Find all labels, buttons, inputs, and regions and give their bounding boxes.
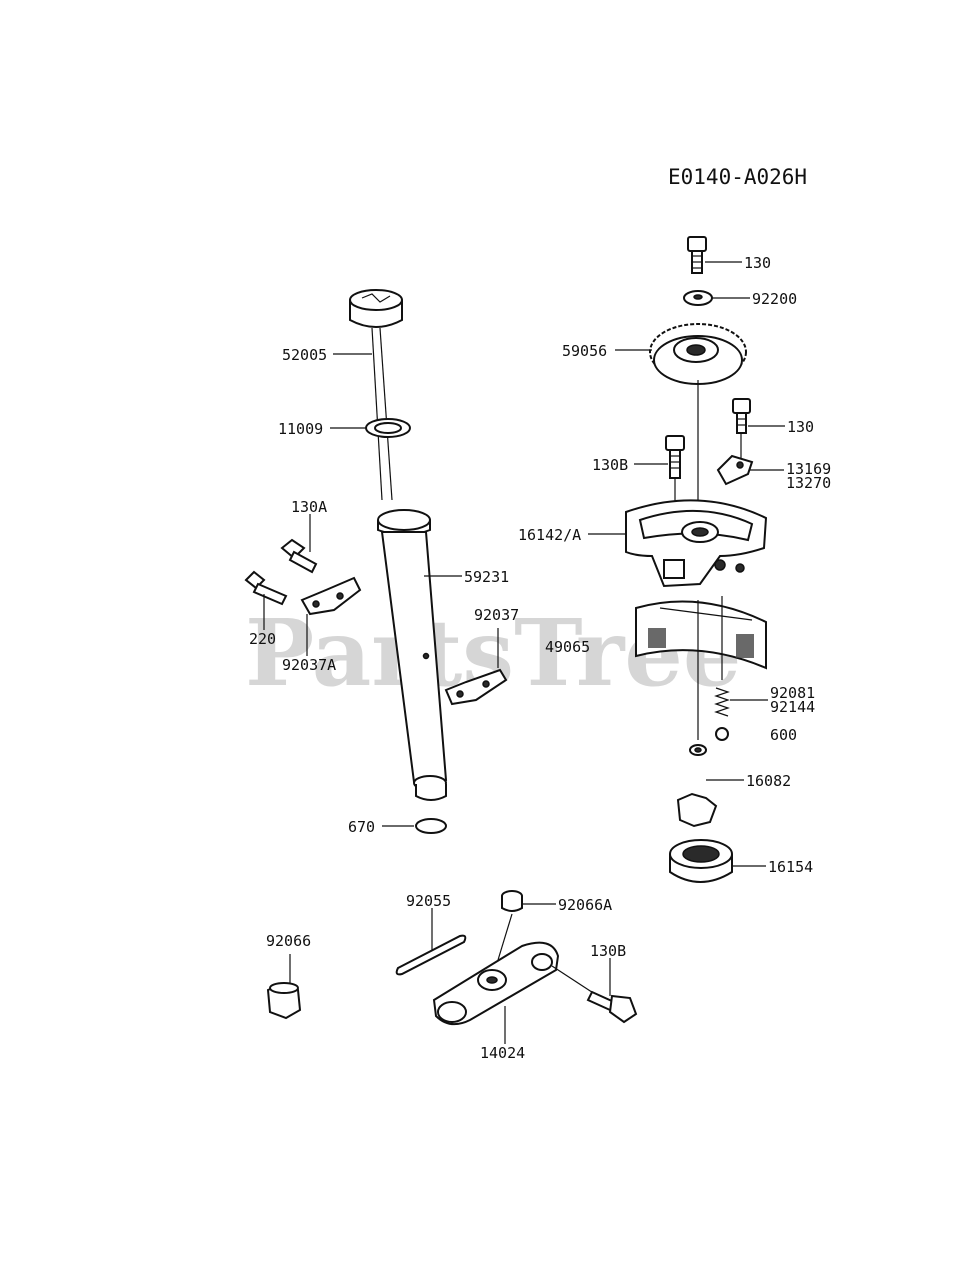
label-92037: 92037 <box>474 606 519 624</box>
label-92055: 92055 <box>406 892 451 910</box>
label-13270: 13270 <box>786 474 831 492</box>
label-49065: 49065 <box>545 638 590 656</box>
label-16082: 16082 <box>746 772 791 790</box>
label-16142: 16142/A <box>518 526 581 544</box>
pump-housing-16142[interactable] <box>625 499 768 588</box>
washer-92200[interactable] <box>683 290 713 306</box>
label-92066A: 92066A <box>558 896 612 914</box>
label-59056: 59056 <box>562 342 607 360</box>
label-14024: 14024 <box>480 1044 525 1062</box>
bolt-130A[interactable] <box>280 538 318 574</box>
rotor-16154[interactable] <box>669 839 733 883</box>
label-130B-bottom: 130B <box>590 942 626 960</box>
label-13169: 13169 <box>786 460 831 478</box>
pin-16082[interactable] <box>689 744 707 756</box>
label-52005: 52005 <box>282 346 327 364</box>
plug-92066[interactable] <box>266 982 302 1020</box>
label-130A: 130A <box>291 498 327 516</box>
gear-59056[interactable] <box>649 323 747 385</box>
screen-49065[interactable] <box>635 600 767 670</box>
diagram-code: E0140-A026H <box>668 165 807 189</box>
label-130-right: 130 <box>787 418 814 436</box>
bolt-130-top[interactable] <box>687 236 707 274</box>
bolt-130-right[interactable] <box>732 398 751 434</box>
label-16154: 16154 <box>768 858 813 876</box>
bolt-130B-top[interactable] <box>665 435 685 479</box>
label-130B-top: 130B <box>592 456 628 474</box>
plug-92066A[interactable] <box>501 890 523 912</box>
label-220: 220 <box>249 630 276 648</box>
bolt-130B-bottom[interactable] <box>586 990 638 1024</box>
label-600: 600 <box>770 726 797 744</box>
tube-59231[interactable] <box>377 509 448 801</box>
label-130-top: 130 <box>744 254 771 272</box>
dipstick-52005[interactable] <box>349 289 403 501</box>
oring-92055[interactable] <box>395 934 467 976</box>
oring-670[interactable] <box>415 818 447 834</box>
clamp-92037A[interactable] <box>300 576 362 616</box>
lever-14024[interactable] <box>432 941 560 1026</box>
spring-92081[interactable] <box>714 687 730 717</box>
clamp-92037[interactable] <box>444 668 508 706</box>
label-92037A: 92037A <box>282 656 336 674</box>
bracket-13169[interactable] <box>716 454 754 486</box>
bolt-220[interactable] <box>244 570 288 606</box>
oring-11009[interactable] <box>365 418 411 438</box>
label-92066: 92066 <box>266 932 311 950</box>
label-92144: 92144 <box>770 698 815 716</box>
inner-rotor[interactable] <box>676 792 718 828</box>
label-92081: 92081 <box>770 684 815 702</box>
label-670: 670 <box>348 818 375 836</box>
label-11009: 11009 <box>278 420 323 438</box>
ball-600[interactable] <box>715 727 729 741</box>
label-59231: 59231 <box>464 568 509 586</box>
label-92200: 92200 <box>752 290 797 308</box>
